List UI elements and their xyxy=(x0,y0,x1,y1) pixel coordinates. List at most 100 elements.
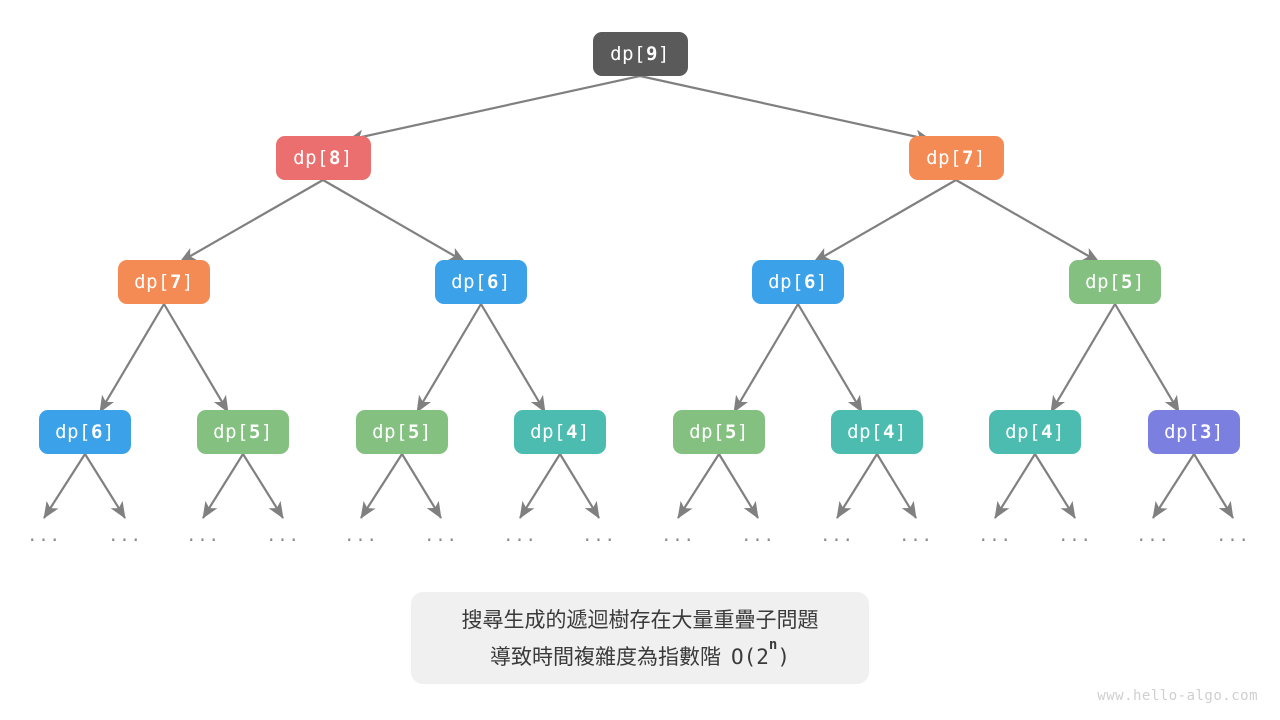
tree-edge xyxy=(416,303,482,413)
ellipsis-marker: ... xyxy=(978,526,1012,546)
node-label-index: 5 xyxy=(407,421,420,443)
node-label-suffix: ] xyxy=(419,421,432,443)
node-label-prefix: dp[ xyxy=(926,147,962,169)
node-label-index: 7 xyxy=(961,147,974,169)
node-label-index: 4 xyxy=(882,421,895,443)
ellipsis-marker: ... xyxy=(1136,526,1170,546)
tree-edge xyxy=(480,303,546,413)
tree-edge xyxy=(1193,453,1234,519)
node-dp-3[interactable]: dp[3] xyxy=(1148,410,1240,454)
watermark: www.hello-algo.com xyxy=(1097,688,1258,704)
node-label-index: 9 xyxy=(645,43,658,65)
complexity-exponent: n xyxy=(768,636,778,653)
node-label-index: 6 xyxy=(803,271,816,293)
tree-edge xyxy=(836,453,878,519)
ellipsis-marker: ... xyxy=(661,526,695,546)
tree-edge xyxy=(559,453,600,519)
node-label-index: 5 xyxy=(724,421,737,443)
ellipsis-marker: ... xyxy=(108,526,142,546)
node-label-index: 6 xyxy=(90,421,103,443)
node-label-index: 5 xyxy=(248,421,261,443)
ellipsis-marker: ... xyxy=(27,526,61,546)
node-dp-6-l[interactable]: dp[6] xyxy=(435,260,527,304)
node-label-suffix: ] xyxy=(973,147,986,169)
node-label-suffix: ] xyxy=(102,421,115,443)
tree-edge xyxy=(1034,453,1076,519)
ellipsis-marker: ... xyxy=(344,526,378,546)
tree-edge xyxy=(1152,453,1195,519)
tree-edge xyxy=(813,179,957,263)
tree-edge xyxy=(163,303,229,413)
ellipsis-marker: ... xyxy=(899,526,933,546)
ellipsis-marker: ... xyxy=(424,526,458,546)
node-dp-5-b[interactable]: dp[5] xyxy=(356,410,448,454)
tree-edge xyxy=(519,453,561,519)
node-label-prefix: dp[ xyxy=(451,271,487,293)
node-label-suffix: ] xyxy=(260,421,273,443)
tree-edge xyxy=(797,303,863,413)
node-label-index: 4 xyxy=(565,421,578,443)
node-label-suffix: ] xyxy=(1132,271,1145,293)
caption-line-1: 搜尋生成的遞迴樹存在大量重疊子問題 xyxy=(461,607,819,632)
node-label-suffix: ] xyxy=(815,271,828,293)
tree-edge xyxy=(43,453,86,519)
node-dp-7[interactable]: dp[7] xyxy=(908,136,1004,180)
tree-edge xyxy=(322,179,466,263)
node-label-prefix: dp[ xyxy=(293,147,329,169)
node-label-index: 3 xyxy=(1199,421,1212,443)
tree-edge xyxy=(242,453,284,519)
tree-edge xyxy=(876,453,917,519)
tree-edge xyxy=(994,453,1036,519)
complexity-close: ) xyxy=(777,644,791,669)
node-dp-7-l[interactable]: dp[7] xyxy=(118,260,210,304)
tree-edge xyxy=(1114,303,1180,413)
node-dp-5-c[interactable]: dp[5] xyxy=(673,410,765,454)
node-label-suffix: ] xyxy=(498,271,511,293)
tree-edge xyxy=(1050,303,1116,413)
node-dp-5-a[interactable]: dp[5] xyxy=(197,410,289,454)
node-label-suffix: ] xyxy=(181,271,194,293)
node-label-prefix: dp[ xyxy=(530,421,566,443)
node-label-prefix: dp[ xyxy=(1164,421,1200,443)
complexity-expression: O(2n) xyxy=(731,636,790,673)
caption-line-2: 導致時間複雜度為指數階 O(2n) xyxy=(490,636,790,673)
node-dp-4-a[interactable]: dp[4] xyxy=(514,410,606,454)
node-label-prefix: dp[ xyxy=(847,421,883,443)
ellipsis-marker: ... xyxy=(582,526,616,546)
node-label-suffix: ] xyxy=(657,43,670,65)
caption-line-2-text: 導致時間複雜度為指數階 xyxy=(489,644,721,669)
node-dp-4-b[interactable]: dp[4] xyxy=(831,410,923,454)
tree-edge xyxy=(99,303,165,413)
node-label-suffix: ] xyxy=(340,147,353,169)
node-label-prefix: dp[ xyxy=(372,421,408,443)
node-dp-6-a[interactable]: dp[6] xyxy=(39,410,131,454)
node-dp-8[interactable]: dp[8] xyxy=(275,136,371,180)
node-label-suffix: ] xyxy=(894,421,907,443)
ellipsis-marker: ... xyxy=(266,526,300,546)
node-dp-6-r[interactable]: dp[6] xyxy=(752,260,844,304)
tree-edge xyxy=(360,453,403,519)
ellipsis-marker: ... xyxy=(503,526,537,546)
node-label-index: 5 xyxy=(1120,271,1133,293)
node-dp-9-root[interactable]: dp[9] xyxy=(592,32,688,76)
node-label-prefix: dp[ xyxy=(213,421,249,443)
node-label-index: 7 xyxy=(169,271,182,293)
tree-edge xyxy=(179,179,324,263)
node-label-suffix: ] xyxy=(1211,421,1224,443)
complexity-open: O(2 xyxy=(730,644,769,669)
tree-edge xyxy=(202,453,244,519)
node-dp-5-r[interactable]: dp[5] xyxy=(1069,260,1161,304)
node-dp-4-c[interactable]: dp[4] xyxy=(989,410,1081,454)
node-label-prefix: dp[ xyxy=(689,421,725,443)
ellipsis-marker: ... xyxy=(741,526,775,546)
tree-edge xyxy=(733,303,799,413)
ellipsis-marker: ... xyxy=(186,526,220,546)
tree-edge xyxy=(84,453,126,519)
tree-edge xyxy=(347,74,641,144)
ellipsis-marker: ... xyxy=(820,526,854,546)
node-label-index: 8 xyxy=(328,147,341,169)
node-label-prefix: dp[ xyxy=(768,271,804,293)
node-label-suffix: ] xyxy=(1052,421,1065,443)
node-label-prefix: dp[ xyxy=(1085,271,1121,293)
